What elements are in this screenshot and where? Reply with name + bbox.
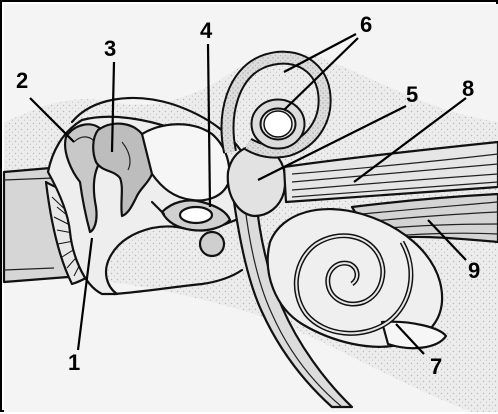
round-window (200, 232, 224, 256)
label-6: 6 (360, 12, 372, 37)
label-7: 7 (430, 354, 442, 379)
label-4: 4 (200, 18, 213, 43)
label-1: 1 (68, 350, 80, 375)
label-2: 2 (16, 68, 28, 93)
label-5: 5 (406, 82, 418, 107)
label-3: 3 (104, 36, 116, 61)
label-8: 8 (462, 76, 474, 101)
label-9: 9 (468, 258, 480, 283)
